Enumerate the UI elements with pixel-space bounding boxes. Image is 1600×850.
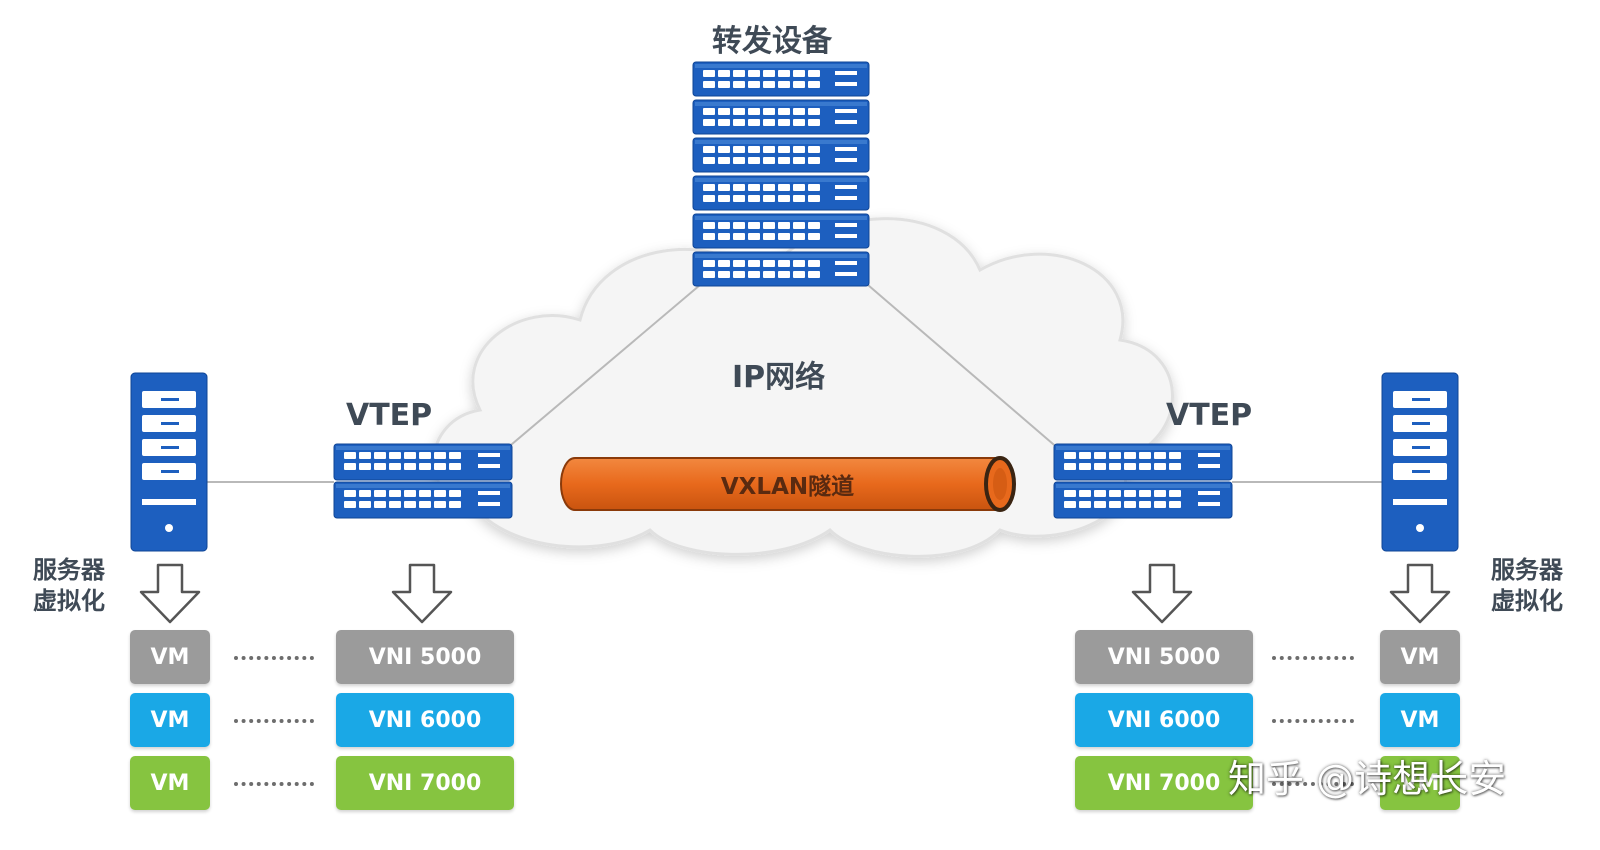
down-arrow-icon (391, 563, 453, 624)
server-right-icon (1381, 372, 1459, 552)
device-unit (692, 213, 870, 249)
forwarding-device-label: 转发设备 (712, 24, 832, 59)
device-unit (692, 99, 870, 135)
vm-box-right-gray: VM (1380, 630, 1460, 684)
dotted-connector (1272, 719, 1354, 723)
dotted-connector (1272, 656, 1354, 660)
tunnel-label: VXLAN隧道 (720, 474, 855, 500)
switch-unit (333, 481, 513, 519)
vtep-left-switch (333, 443, 513, 519)
vtep-left-label: VTEP (346, 398, 433, 433)
down-arrow-icon (1131, 563, 1193, 624)
server-virt-left-label: 服务器 虚拟化 (24, 555, 114, 617)
dotted-connector (1272, 782, 1354, 786)
server-virt-right-line1: 服务器 (1491, 556, 1563, 584)
vm-box-left-gray: VM (130, 630, 210, 684)
ip-network-label: IP网络 (732, 360, 826, 395)
watermark: 知乎 @诗想长安 (1228, 757, 1507, 801)
connection-lines (206, 284, 1382, 483)
device-unit (692, 251, 870, 287)
down-arrow-icon (139, 563, 201, 624)
vm-box-right-cyan: VM (1380, 693, 1460, 747)
dotted-connector (234, 719, 314, 723)
server-virt-right-label: 服务器 虚拟化 (1482, 555, 1572, 617)
vm-box-left-cyan: VM (130, 693, 210, 747)
device-unit (692, 137, 870, 173)
device-unit (692, 61, 870, 97)
vxlan-tunnel (560, 456, 1016, 512)
device-unit (692, 175, 870, 211)
forwarding-device (692, 61, 870, 287)
vtep-right-label: VTEP (1166, 398, 1253, 433)
vm-box-left-green: VM (130, 756, 210, 810)
vni-box-left-7000: VNI 7000 (336, 756, 514, 810)
vni-box-left-5000: VNI 5000 (336, 630, 514, 684)
vni-box-right-5000: VNI 5000 (1075, 630, 1253, 684)
vm-box-right-green: VM (1380, 756, 1460, 810)
vtep-right-switch (1053, 443, 1233, 519)
server-left-icon (130, 372, 208, 552)
down-arrow-icon (1389, 563, 1451, 624)
vni-box-right-7000: VNI 7000 (1075, 756, 1253, 810)
dotted-connector (234, 656, 314, 660)
vni-box-right-6000: VNI 6000 (1075, 693, 1253, 747)
server-virt-left-line2: 虚拟化 (33, 587, 105, 615)
vni-box-left-6000: VNI 6000 (336, 693, 514, 747)
server-virt-right-line2: 虚拟化 (1491, 587, 1563, 615)
down-arrows (139, 563, 1451, 624)
server-virt-left-line1: 服务器 (33, 556, 105, 584)
switch-unit (1053, 481, 1233, 519)
switch-unit (1053, 443, 1233, 481)
switch-unit (333, 443, 513, 481)
dotted-connector (234, 782, 314, 786)
